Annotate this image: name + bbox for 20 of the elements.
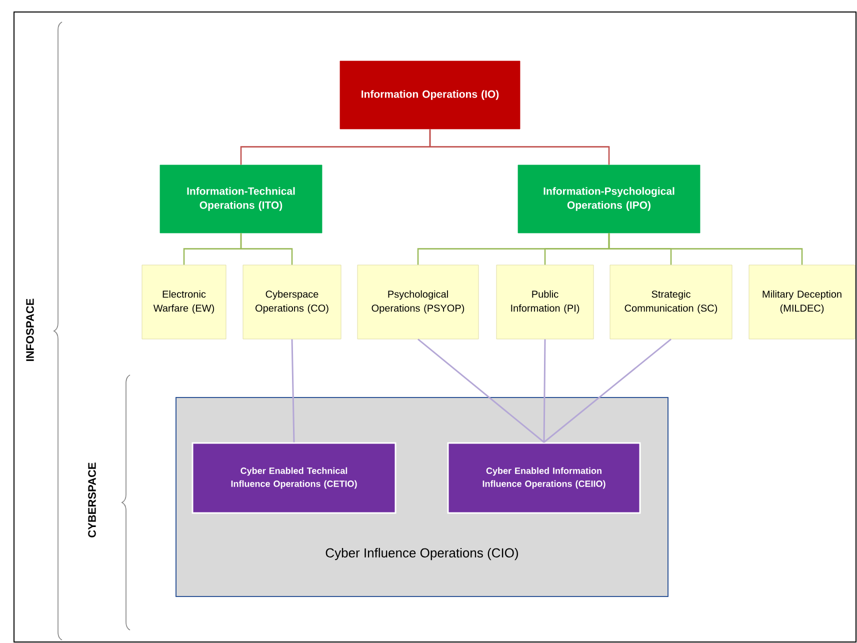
side-label: CYBERSPACE [88, 462, 96, 538]
connector-line [240, 233, 293, 265]
connector-line [291, 339, 295, 442]
connector-line [608, 233, 803, 265]
process-box: Public Information (PI) [496, 264, 594, 340]
process-box: Electronic Warfare (EW) [142, 264, 226, 340]
connector-line [418, 338, 544, 443]
connector-line [429, 129, 610, 165]
connector-line [544, 338, 672, 443]
process-box: Information Operations (IO) [340, 60, 520, 130]
connector-line [543, 339, 546, 442]
process-box: Psychological Operations (PSYOP) [357, 264, 479, 340]
process-box: Strategic Communication (SC) [610, 264, 732, 340]
process-box: Cyber Enabled Information Influence Operations (CEIIO) [447, 442, 641, 514]
side-label: INFOSPACE [26, 298, 34, 361]
process-box: Cyberspace Operations (CO) [242, 264, 342, 340]
process-box: Cyber Enabled Technical Influence Operations (CETIO) [192, 442, 396, 514]
process-box: Information-Psychological Operations (IPO) [518, 164, 700, 234]
process-box: Information-Technical Operations (ITO) [160, 164, 322, 234]
process-box: Military Deception (MILDEC) [748, 264, 856, 340]
